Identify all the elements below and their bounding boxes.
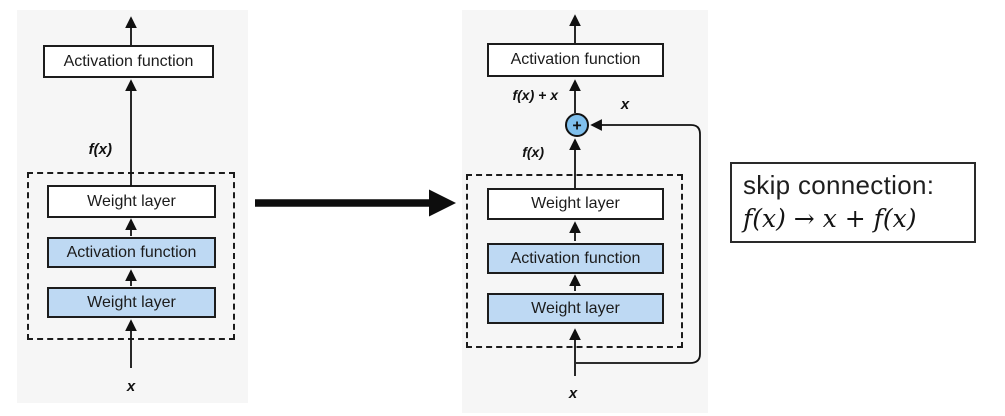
left-input-x-label: x bbox=[126, 378, 136, 395]
right-sum-label: f(x) + x bbox=[512, 87, 558, 103]
right-activation-inner-box: Activation function bbox=[487, 243, 664, 274]
right-output-activation-box: Activation function bbox=[487, 43, 664, 77]
annotation-title: skip connection: bbox=[743, 170, 935, 200]
right-weight-layer-top-box: Weight layer bbox=[487, 188, 664, 220]
left-weight-layer-top-box: Weight layer bbox=[47, 185, 216, 218]
left-output-activation-box: Activation function bbox=[43, 45, 214, 78]
left-weight-layer-bottom-box: Weight layer bbox=[47, 287, 216, 318]
right-input-x-label: x bbox=[568, 385, 578, 402]
transform-arrow bbox=[255, 189, 456, 217]
right-fx-label: f(x) bbox=[522, 144, 544, 160]
annotation-formula: f(x) → x + f(x) bbox=[743, 204, 917, 233]
left-activation-inner-box: Activation function bbox=[47, 237, 216, 268]
skip-connection-annotation-box: skip connection: f(x) → x + f(x) bbox=[730, 162, 976, 243]
right-weight-layer-bottom-box: Weight layer bbox=[487, 293, 664, 324]
left-fx-label: f(x) bbox=[88, 141, 112, 158]
transform-arrow-head bbox=[429, 189, 456, 217]
right-skip-x-label: x bbox=[620, 96, 630, 113]
